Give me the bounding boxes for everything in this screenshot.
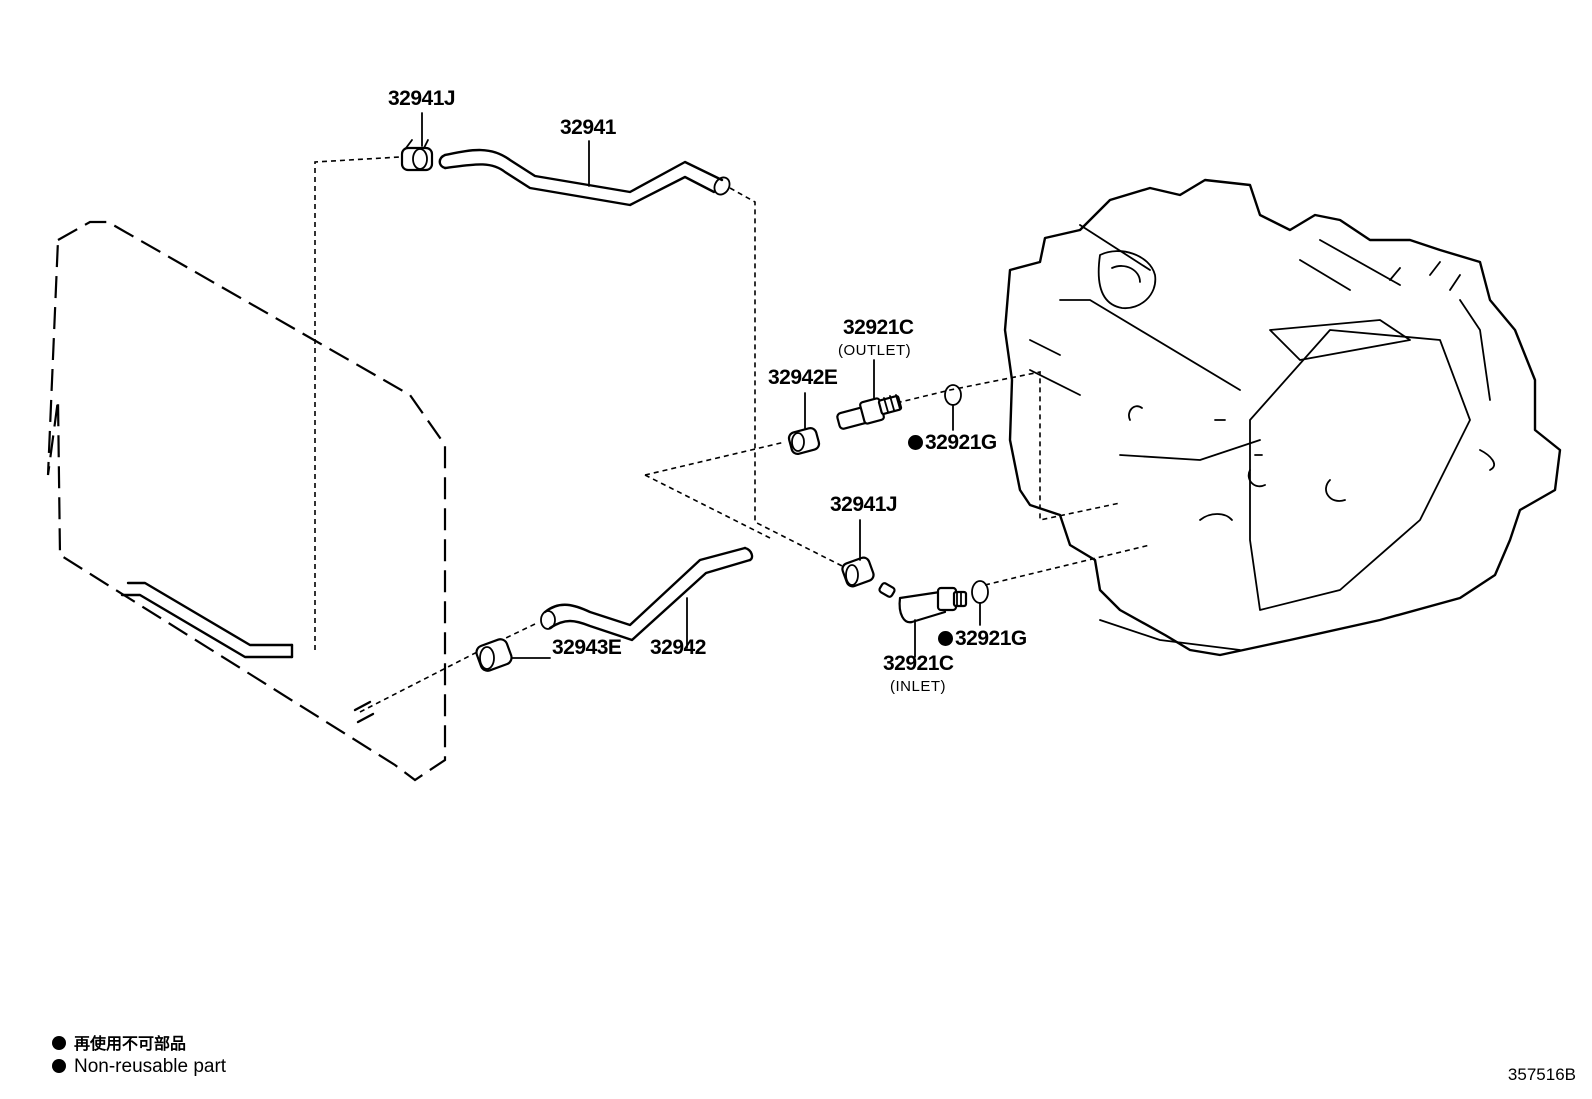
- label-union-inlet-note: (INLET): [890, 678, 946, 695]
- non-reusable-marker-icon: [908, 435, 923, 450]
- outlet-clamp: [787, 426, 821, 456]
- inlet-clamp: [841, 556, 875, 588]
- top-clamp: [400, 139, 434, 172]
- diagram-code: 357516B: [1507, 1065, 1576, 1084]
- label-union-outlet: 32921C: [843, 316, 914, 339]
- label-clamp-top: 32941J: [388, 87, 456, 110]
- label-gasket-outlet: 32921G: [908, 431, 997, 455]
- label-union-inlet: 32921C: [883, 652, 954, 675]
- outlet-union: [836, 394, 903, 430]
- inlet-gasket: [971, 580, 989, 604]
- label-clamp-outlet: 32942E: [768, 366, 838, 389]
- legend-non-reusable-en: Non-reusable part: [52, 1056, 226, 1078]
- label-union-outlet-note: (OUTLET): [838, 342, 912, 359]
- outlet-gasket: [944, 384, 962, 406]
- label-gasket-inlet: 32921G: [938, 627, 1027, 651]
- label-clamp-inlet: 32941J: [830, 493, 898, 516]
- inlet-union: [878, 582, 968, 624]
- lower-hose: [540, 546, 754, 642]
- label-clamp-lower: 32943E: [552, 636, 622, 659]
- transaxle-housing: [1003, 178, 1562, 657]
- routing-lines: [314, 156, 1151, 713]
- radiator-outline: [46, 220, 447, 782]
- non-reusable-marker-icon: [938, 631, 953, 646]
- legend-dot-icon: [52, 1059, 66, 1073]
- legend-dot-icon: [52, 1036, 66, 1050]
- legend-non-reusable-jp: 再使用不可部品: [52, 1030, 186, 1054]
- label-hose-lower: 32942: [650, 636, 706, 659]
- upper-hose: [438, 148, 731, 207]
- label-hose-upper: 32941: [560, 116, 616, 139]
- lower-clamp: [475, 638, 513, 672]
